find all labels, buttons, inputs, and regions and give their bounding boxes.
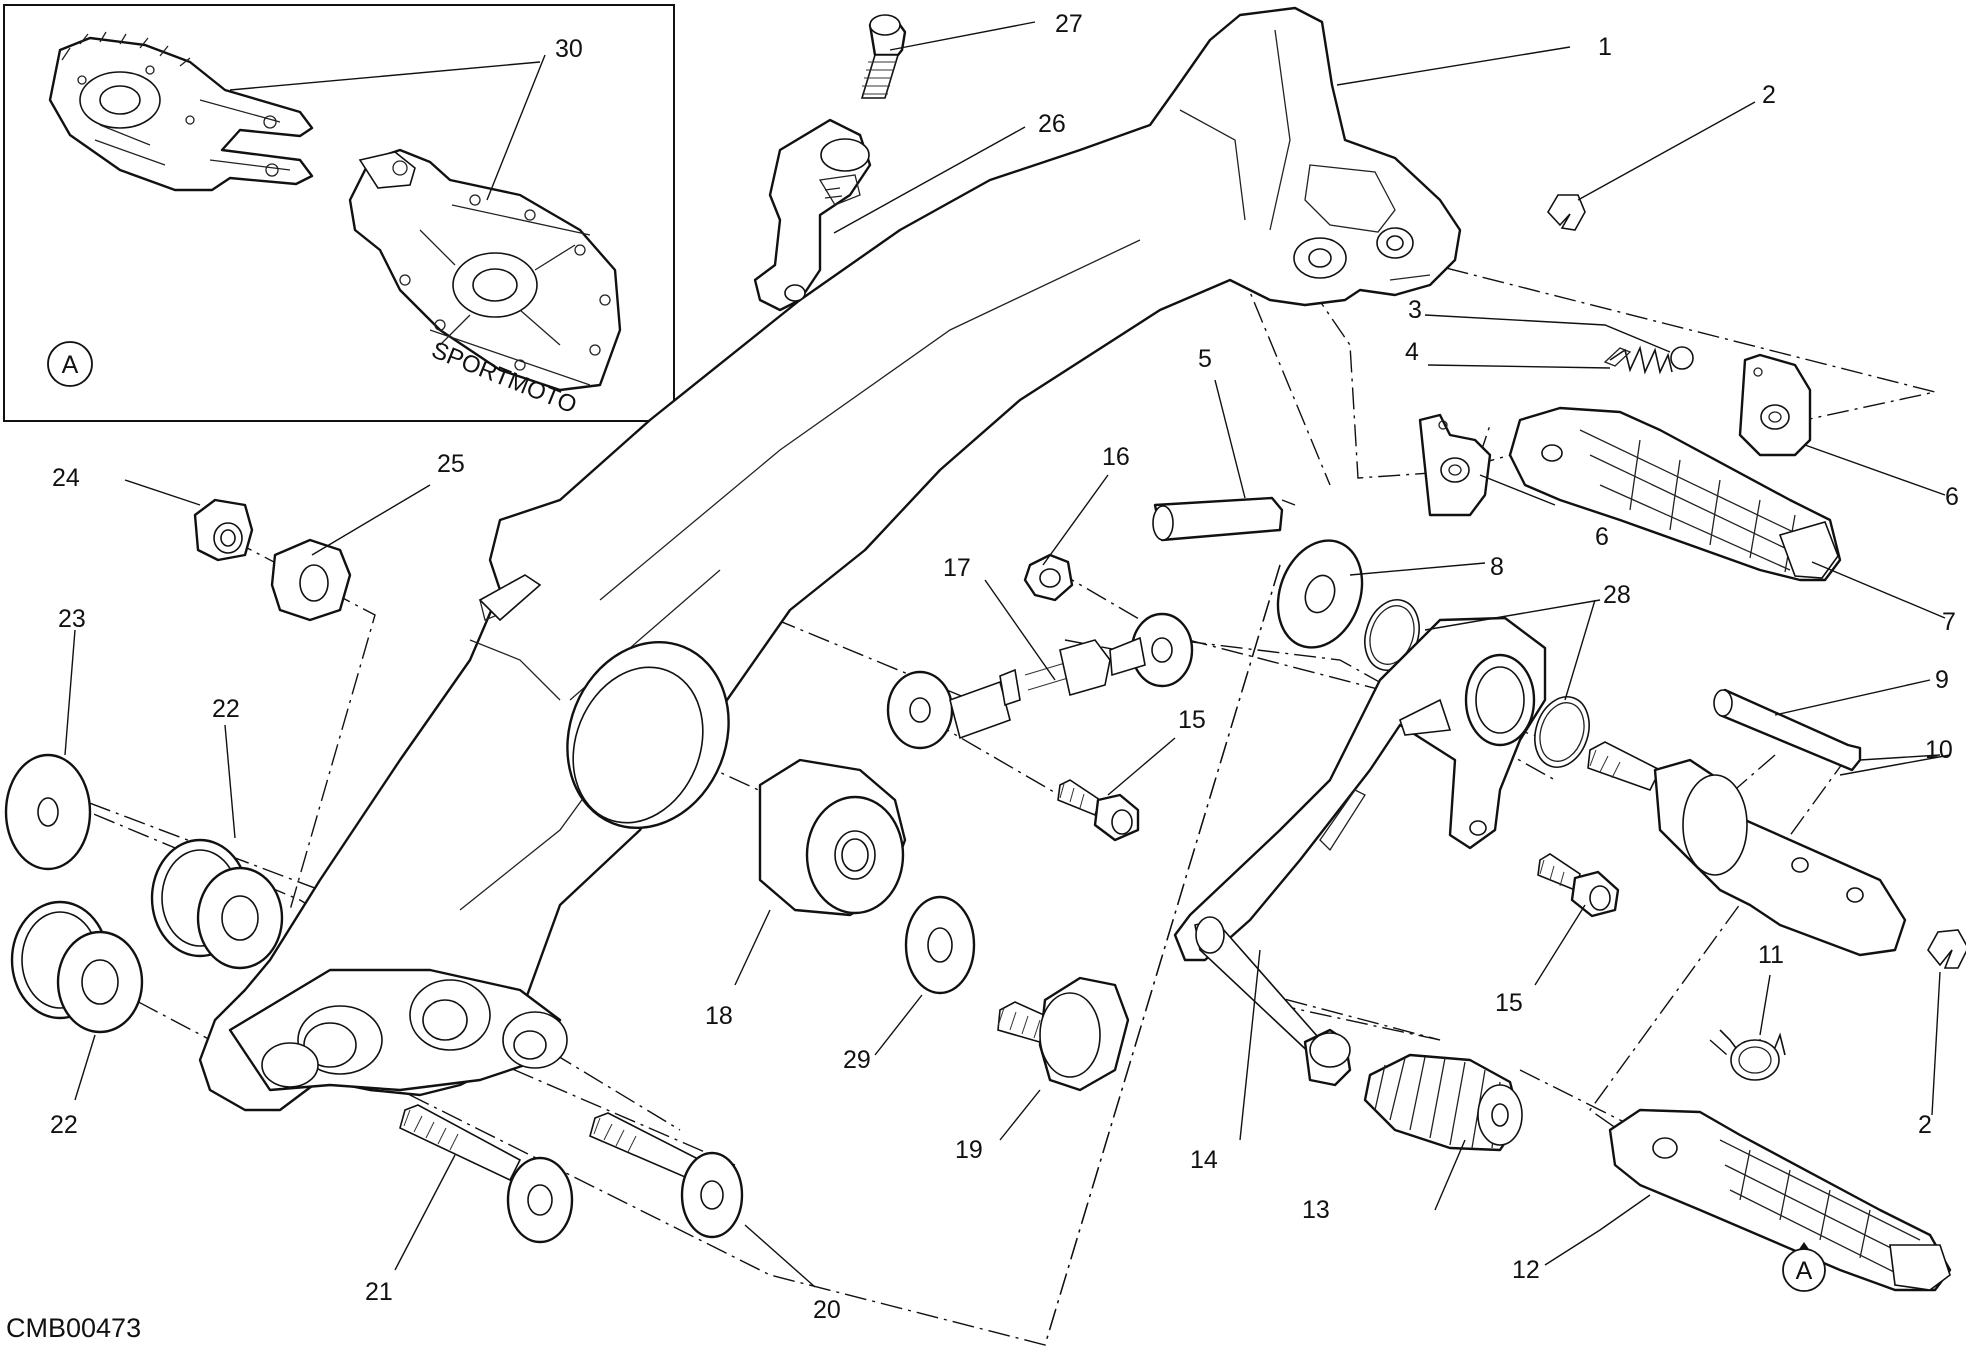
callout-label: 24 <box>52 464 80 492</box>
callout-label: 7 <box>1942 608 1956 636</box>
callout-label: 9 <box>1935 666 1949 694</box>
callout-label: 13 <box>1302 1196 1330 1224</box>
callout-label: 17 <box>943 554 971 582</box>
pointer-reference-label: A <box>1796 1257 1813 1285</box>
callout-labels: 1 2 2 3 4 5 6 6 7 8 9 10 11 12 13 14 15 … <box>50 10 1959 1324</box>
callout-label: 6 <box>1945 483 1959 511</box>
leader-lines <box>64 21 1951 1288</box>
callout-label: 23 <box>58 605 86 633</box>
washer-23 <box>4 753 92 871</box>
washer-29 <box>904 895 976 995</box>
callout-label: 22 <box>50 1111 78 1139</box>
pin-5 <box>1152 496 1284 542</box>
inset-reference-label: A <box>62 351 79 379</box>
footpeg-7 <box>1508 406 1842 582</box>
callout-label: 2 <box>1762 81 1776 109</box>
callout-label: 4 <box>1405 338 1419 366</box>
callout-label: 28 <box>1603 581 1631 609</box>
callout-label: 3 <box>1408 296 1422 324</box>
callout-label: 15 <box>1495 989 1523 1017</box>
plate-6-right <box>1738 353 1812 457</box>
screw-15-lower <box>1537 853 1620 918</box>
nut-16 <box>1023 553 1074 602</box>
callout-label: 22 <box>212 695 240 723</box>
callout-label: 18 <box>705 1002 733 1030</box>
screw-19 <box>997 976 1130 1092</box>
main-bracket <box>198 6 1462 1112</box>
brake-lever-14 <box>1173 616 1547 1087</box>
plate-6-left <box>1418 413 1492 517</box>
spacer-25 <box>270 538 352 622</box>
inset-reference-circle: A <box>47 341 93 387</box>
footpeg-12 <box>1608 1108 1952 1292</box>
callout-label: 21 <box>365 1278 393 1306</box>
callout-label: 20 <box>813 1296 841 1324</box>
callout-label: 19 <box>955 1136 983 1164</box>
screw-15-upper <box>1057 779 1140 842</box>
bush-22-upper <box>150 838 284 970</box>
callout-label: 5 <box>1198 345 1212 373</box>
callout-label: 27 <box>1055 10 1083 38</box>
screw-27 <box>860 14 907 99</box>
callout-label: 26 <box>1038 110 1066 138</box>
pin-9 <box>1713 688 1862 772</box>
callout-label: 16 <box>1102 443 1130 471</box>
oring-28-left <box>1364 599 1420 671</box>
callout-label: 29 <box>843 1046 871 1074</box>
adjuster-rod-17 <box>886 612 1194 750</box>
bush-18 <box>758 758 907 917</box>
linkage-arm-26 <box>753 118 872 312</box>
oring-28-right <box>1534 696 1590 768</box>
reference-pointer-a: A <box>1782 1242 1826 1292</box>
boot-13 <box>1363 1053 1523 1152</box>
bush-22-lower <box>10 900 144 1034</box>
callout-label: 15 <box>1178 706 1206 734</box>
inset-footpeg-left <box>48 31 314 192</box>
callout-label: 30 <box>555 35 583 63</box>
screw-21 <box>399 1104 574 1244</box>
callout-label: 14 <box>1190 1146 1218 1174</box>
callout-label: 1 <box>1598 33 1612 61</box>
spring-4 <box>1603 345 1673 375</box>
spring-11 <box>1719 1029 1786 1081</box>
screw-20 <box>589 1112 744 1239</box>
callout-label: 25 <box>437 450 465 478</box>
circlip-2-lower <box>1927 929 1966 969</box>
callout-label: 11 <box>1758 941 1784 969</box>
circlip-2-upper <box>1547 194 1586 231</box>
callout-label: 8 <box>1490 553 1504 581</box>
drawing-code: CMB00473 <box>6 1313 141 1343</box>
nut-24 <box>193 498 254 562</box>
callout-label: 2 <box>1918 1111 1932 1139</box>
callout-label: 12 <box>1512 1256 1540 1284</box>
pivot-10 <box>1587 741 1907 957</box>
callout-label: 6 <box>1595 523 1609 551</box>
washer-8 <box>1276 539 1364 649</box>
inset-box: SPORTMOTO A <box>3 4 675 422</box>
callout-label: 10 <box>1925 736 1953 764</box>
ball-3 <box>1670 346 1694 370</box>
